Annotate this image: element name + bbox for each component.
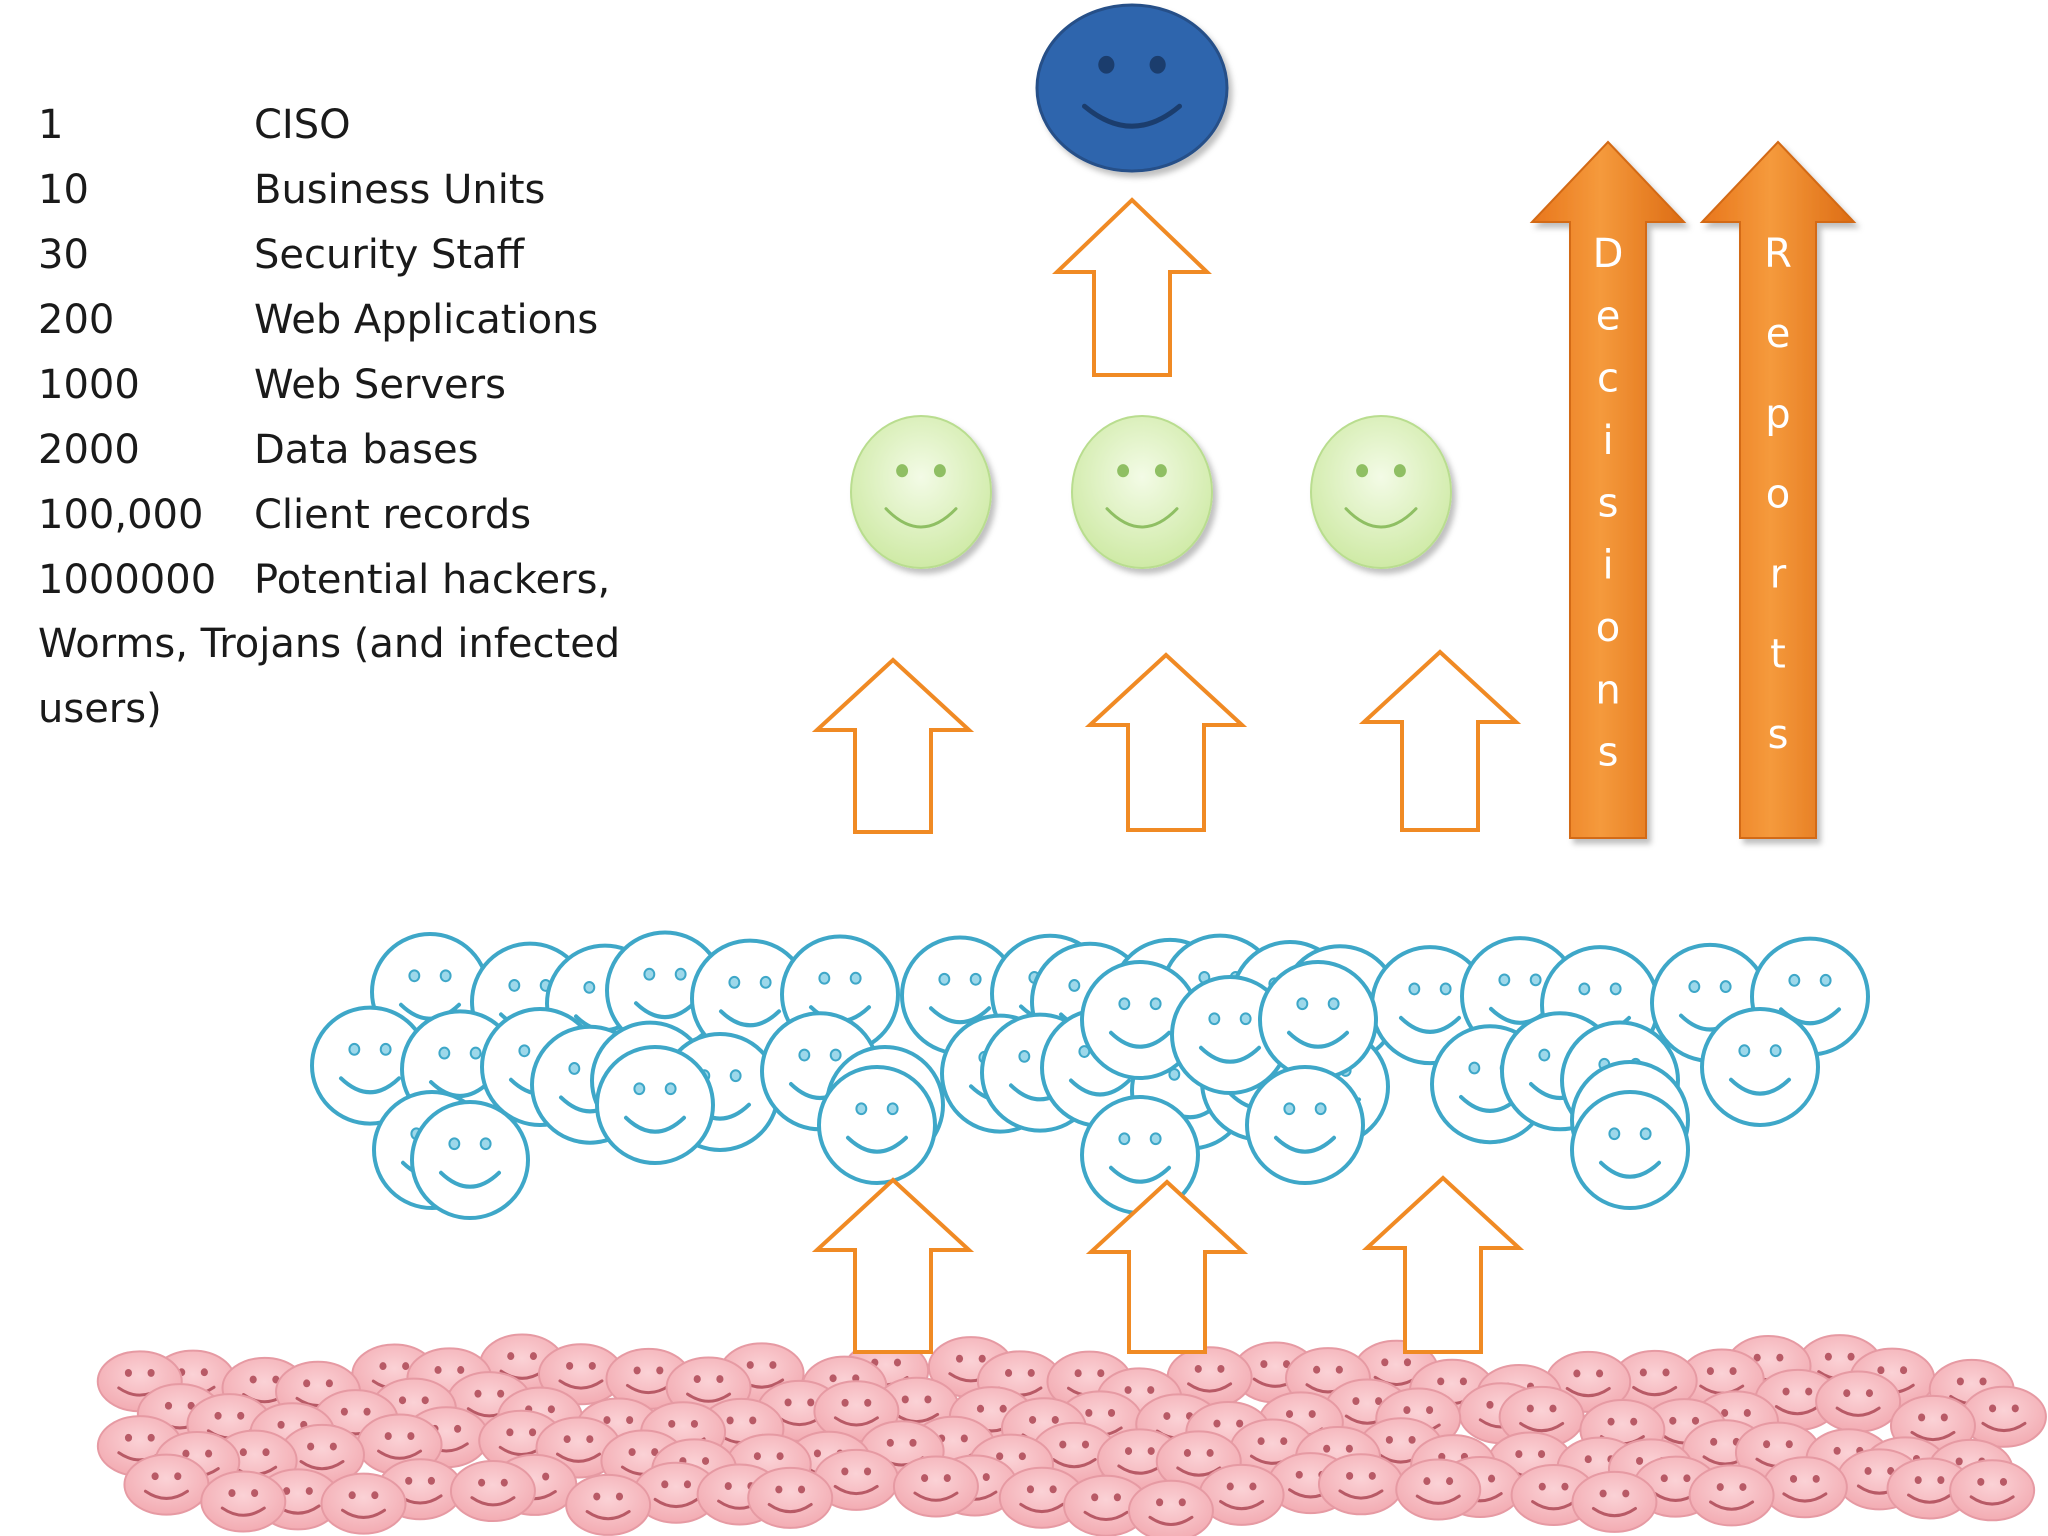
- hacker-face-icon: [1127, 1479, 1214, 1536]
- hacker-face-icon: [565, 1473, 652, 1536]
- arrow-label-letter: e: [1766, 311, 1791, 357]
- security-staff-face-icon: [310, 1005, 430, 1126]
- arrow-label-letter: t: [1770, 632, 1786, 678]
- legend-count: 2000: [38, 426, 140, 473]
- up-arrow-outline: [1084, 652, 1248, 832]
- hacker-face-icon: [1571, 1470, 1658, 1533]
- legend-label: Web Applications: [254, 296, 599, 343]
- hacker-face-icon: [200, 1470, 287, 1533]
- arrow-label-letter: i: [1602, 543, 1613, 589]
- arrow-label-letter: s: [1598, 480, 1619, 526]
- legend-count: 200: [38, 296, 115, 343]
- hacker-face-icon: [1688, 1464, 1775, 1527]
- arrow-label-letter: R: [1764, 231, 1792, 277]
- hierarchy-legend: 1 CISO 10 Business Units 30 Security Sta…: [38, 92, 738, 742]
- arrow-label-letter: o: [1766, 471, 1790, 517]
- hacker-face-icon: [998, 1466, 1085, 1529]
- legend-label: Web Servers: [254, 361, 506, 408]
- legend-continuation-line: Worms, Trojans (and infected: [38, 621, 621, 667]
- business-unit-face-icon: [850, 415, 992, 569]
- legend-row: 30 Security Staff: [38, 222, 738, 287]
- security-staff-face-icon: [817, 1065, 937, 1185]
- hacker-face-icon: [1960, 1385, 2047, 1448]
- security-staff-face-icon: [1700, 1006, 1820, 1127]
- arrow-label-letter: i: [1602, 418, 1613, 464]
- ciso-group: [1035, 3, 1229, 173]
- legend-row: 100,000 Client records: [38, 482, 738, 547]
- security-staff-face-icon: [1080, 960, 1200, 1080]
- hacker-face-icon: [1949, 1459, 2036, 1522]
- arrow-label-letter: s: [1768, 712, 1789, 758]
- hacker-face-icon: [123, 1453, 210, 1516]
- up-arrow-outline: [811, 1177, 975, 1354]
- arrow-label-letter: r: [1770, 552, 1787, 598]
- arrow-label-letter: e: [1596, 293, 1621, 339]
- legend-row: 1000000 Potential hackers,: [38, 547, 738, 612]
- hacker-face-icon: [747, 1466, 834, 1529]
- escalation-arrows: [811, 197, 1525, 1354]
- legend-label: CISO: [254, 101, 351, 148]
- business-unit-face-icon: [1310, 415, 1452, 569]
- legend-count: 30: [38, 231, 89, 278]
- legend-row: 2000 Data bases: [38, 417, 738, 482]
- hacker-face-icon: [320, 1472, 407, 1535]
- security-staff-group: [310, 930, 1870, 1220]
- business-units-group: [850, 415, 1452, 569]
- up-arrow-outline: [1085, 1179, 1249, 1354]
- arrow-label-letter: p: [1765, 391, 1790, 437]
- arrow-label-letter: o: [1596, 605, 1620, 651]
- hacker-face-icon: [537, 1343, 624, 1406]
- up-arrow-outline: [811, 657, 975, 834]
- legend-row: 1000 Web Servers: [38, 352, 738, 417]
- ciso-face-icon: [1035, 3, 1229, 173]
- security-staff-face-icon: [595, 1045, 715, 1165]
- legend-count: 100,000: [38, 491, 204, 538]
- hacker-face-icon: [1815, 1370, 1902, 1433]
- security-staff-face-icon: [1170, 975, 1290, 1095]
- hacker-face-icon: [449, 1460, 536, 1523]
- hacker-face-icon: [1395, 1458, 1482, 1521]
- legend-label: Potential hackers,: [254, 556, 611, 603]
- security-staff-face-icon: [410, 1100, 530, 1220]
- legend-count: 1000: [38, 361, 140, 408]
- arrow-label-letter: n: [1595, 667, 1620, 713]
- legend-row: 10 Business Units: [38, 157, 738, 222]
- security-staff-face-icon: [1258, 960, 1378, 1080]
- legend-label: Client records: [254, 491, 532, 538]
- up-arrow-outline: [1052, 197, 1212, 377]
- up-arrow-outline: [1358, 649, 1522, 832]
- arrow-label-letter: c: [1597, 356, 1619, 402]
- legend-count: 1: [38, 101, 64, 148]
- legend-row: 1 CISO: [38, 92, 738, 157]
- up-arrow-outline: [1361, 1175, 1525, 1354]
- arrow-label-letter: s: [1598, 730, 1619, 776]
- arrow-label-letter: D: [1593, 231, 1624, 277]
- hacker-face-icon: [1317, 1453, 1404, 1516]
- legend-label: Business Units: [254, 166, 546, 213]
- legend-continuation-line: users): [38, 686, 162, 732]
- legend-count: 10: [38, 166, 89, 213]
- legend-count: 1000000: [38, 556, 217, 603]
- legend-label: Security Staff: [254, 231, 525, 278]
- potential-hackers-crowd: [96, 1333, 2047, 1536]
- security-staff-face-icon: [1245, 1065, 1365, 1185]
- legend-row: 200 Web Applications: [38, 287, 738, 352]
- business-unit-face-icon: [1071, 415, 1213, 569]
- hacker-face-icon: [892, 1455, 979, 1518]
- security-staff-face-icon: [1570, 1090, 1690, 1210]
- legend-label: Data bases: [254, 426, 479, 473]
- hacker-face-icon: [1761, 1456, 1848, 1519]
